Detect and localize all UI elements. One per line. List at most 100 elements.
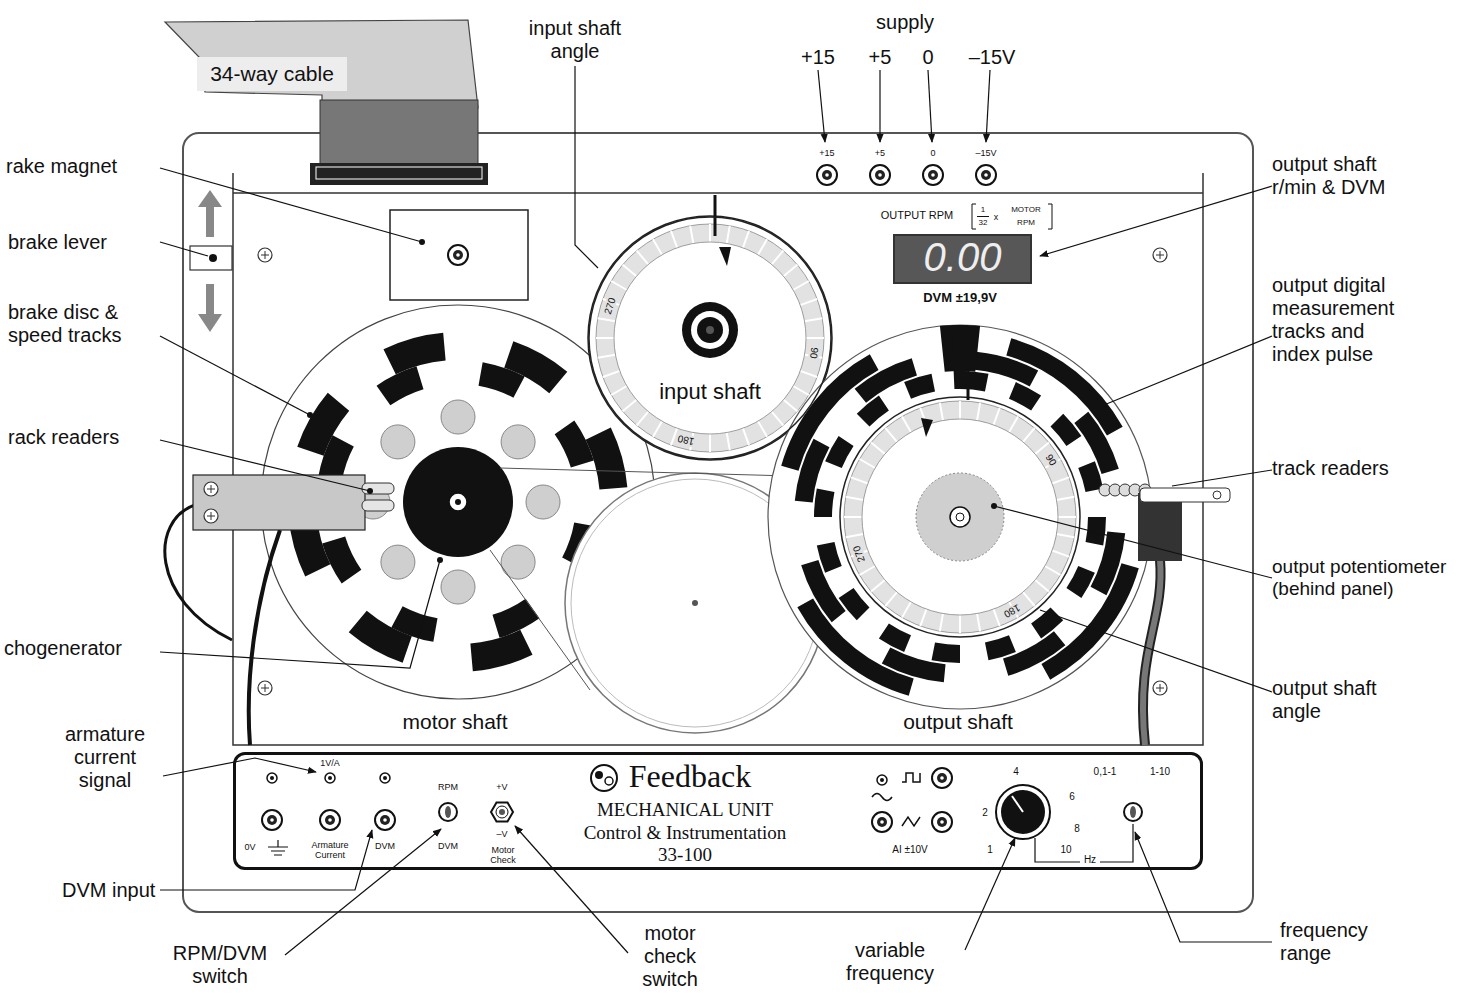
label-box: frequency range (1280, 919, 1400, 965)
socket (923, 165, 943, 185)
label-box: AI ±10V (892, 844, 928, 856)
panel-label: DVM (375, 841, 395, 851)
socket-hole (380, 815, 390, 825)
speed-track (297, 393, 349, 456)
logo (591, 765, 617, 791)
socket (872, 812, 892, 832)
callout-label: rack readers (8, 426, 119, 448)
leader-line (818, 70, 825, 142)
lever-arrow-shaft (206, 284, 214, 316)
socket-pin (984, 173, 988, 177)
panel-label: Armature Current (311, 840, 348, 860)
reader-bracket (1140, 488, 1230, 502)
callout-label: brake lever (8, 231, 107, 253)
scale-tick (709, 434, 711, 452)
socket-hole (937, 773, 947, 783)
scale-tick (846, 497, 864, 500)
scale-fraction: 1 (981, 205, 985, 214)
screw-slot (261, 684, 269, 692)
label-box: 90 (1043, 451, 1060, 468)
measurement-track (814, 489, 834, 517)
scale-tick (727, 226, 730, 244)
socket (932, 768, 952, 788)
dial-outline (588, 216, 832, 460)
label-box: x (994, 212, 999, 222)
scale-tick (1023, 428, 1035, 442)
scale-tick (871, 442, 885, 454)
leader-dot (437, 557, 443, 563)
scale-tick (851, 477, 868, 483)
speed-track (504, 341, 567, 393)
test-point-pin (270, 776, 274, 780)
reader-cable (1143, 560, 1161, 745)
socket-hole (325, 815, 335, 825)
label-box: RPM (438, 782, 458, 792)
pointer (719, 247, 731, 266)
screw (1153, 248, 1167, 262)
text-slot: 0.00 (922, 237, 1004, 277)
track-reader-head (362, 483, 394, 494)
label-box: 270 (850, 543, 867, 564)
socket (448, 245, 468, 265)
label-box: –15V (969, 46, 1016, 69)
leader-dot (419, 239, 425, 245)
scale-tick (772, 412, 784, 426)
supply-voltage: 0 (922, 46, 933, 68)
screw (204, 509, 218, 523)
scale-fraction: x (994, 212, 999, 222)
leader-line (1040, 186, 1272, 256)
track-reader-head (362, 500, 394, 511)
label-box: 180 (1001, 601, 1023, 620)
range-label: 1-10 (1150, 766, 1170, 777)
scale-tick (1045, 566, 1061, 575)
dial-number: 90 (1043, 451, 1059, 468)
socket-pin (456, 253, 460, 257)
socket (375, 810, 395, 830)
scale-bracket (972, 204, 1052, 229)
measurement-track (932, 643, 960, 663)
socket-pin (940, 820, 944, 824)
label-box: –15V (975, 148, 996, 158)
label-box: 90 (807, 346, 820, 361)
range-label: 0,1-1 (1094, 766, 1117, 777)
dial-rim (589, 217, 831, 459)
leader-line (160, 440, 370, 491)
label-box: rack readers (8, 426, 158, 449)
scale-tick (596, 337, 614, 339)
callout-label: output shaft angle (1272, 677, 1377, 722)
panel-label: –V (496, 829, 507, 839)
screw (1153, 681, 1167, 695)
label-box: Armature Current (302, 840, 358, 861)
scale-tick (902, 602, 911, 618)
label-box: DVM ±19,9V (923, 291, 997, 306)
measurement-track (1086, 517, 1106, 545)
scale-tick (598, 318, 616, 321)
test-point-pin (328, 776, 332, 780)
socket (320, 810, 340, 830)
logo-mark (595, 771, 603, 779)
label-box: output potentiometer (behind panel) (1272, 556, 1454, 600)
label-box: output digital measurement tracks and in… (1272, 274, 1407, 366)
socket-pin (880, 820, 884, 824)
knob-scale: 1 (987, 844, 993, 855)
measurement-track (879, 623, 911, 651)
scale-tick (772, 251, 784, 265)
text-slot: 33-100 (656, 845, 714, 864)
callout-label: supply (876, 11, 934, 33)
scale-tick (959, 401, 961, 419)
label-box: DVM (438, 841, 458, 851)
label-box: 1 (987, 844, 993, 856)
disc-hole (526, 485, 560, 519)
label-box: 6 (1069, 791, 1075, 803)
callout-label: motor check switch (642, 922, 698, 990)
screw-slot (207, 512, 215, 520)
brake-lever (190, 246, 232, 270)
dial-number: 90 (808, 346, 821, 361)
scale-tick (977, 403, 980, 421)
scale-tick (611, 386, 627, 395)
label-box: 10 (1060, 844, 1071, 856)
leader-line (160, 560, 440, 668)
socket-pin (383, 818, 387, 822)
text-slot: Feedback (627, 760, 754, 792)
measurement-track (839, 588, 870, 620)
